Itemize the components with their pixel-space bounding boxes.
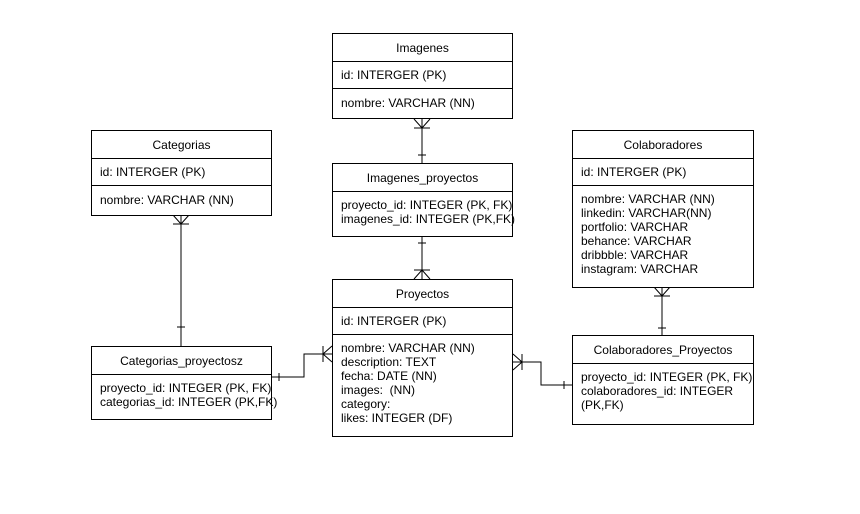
- attribute-list: proyecto_id: INTEGER (PK, FK) imagenes_i…: [333, 192, 516, 230]
- attribute: description: TEXT: [341, 355, 437, 369]
- entity-title: Imagenes: [333, 34, 512, 62]
- entity-title: Categorias: [92, 131, 271, 159]
- relationship-categorias-proyectosz-proyectos: [272, 345, 333, 381]
- attribute: proyecto_id: INTEGER (PK, FK): [581, 370, 753, 384]
- attribute: categorias_id: INTEGER (PK,FK): [100, 395, 278, 409]
- attribute-list: proyecto_id: INTEGER (PK, FK) categorias…: [92, 375, 278, 413]
- attribute: behance: VARCHAR: [581, 234, 692, 248]
- attribute: nombre: VARCHAR (NN): [581, 192, 715, 206]
- attribute-list: proyecto_id: INTEGER (PK, FK) colaborado…: [573, 364, 753, 416]
- attribute: proyecto_id: INTEGER (PK, FK): [341, 198, 513, 212]
- attribute: images: (NN): [341, 383, 416, 397]
- attribute: portfolio: VARCHAR: [581, 220, 689, 234]
- attribute: dribbble: VARCHAR: [581, 248, 689, 262]
- primary-key-field: id: INTERGER (PK): [92, 159, 271, 186]
- entity-colaboradores: Colaboradores id: INTERGER (PK) nombre: …: [572, 130, 754, 288]
- relationship-categorias-categorias-proyectosz: [172, 214, 190, 346]
- primary-key-field: id: INTERGER (PK): [333, 308, 512, 335]
- attribute: (PK,FK): [581, 398, 624, 412]
- relationship-imagenes-imagenes-proyectos: [413, 118, 431, 163]
- entity-categorias: Categorias id: INTERGER (PK) nombre: VAR…: [91, 130, 272, 216]
- attribute-list: nombre: VARCHAR (NN) linkedin: VARCHAR(N…: [573, 186, 753, 280]
- attribute: nombre: VARCHAR (NN): [100, 193, 234, 207]
- entity-proyectos: Proyectos id: INTERGER (PK) nombre: VARC…: [332, 279, 513, 437]
- attribute: nombre: VARCHAR (NN): [341, 341, 475, 355]
- entity-title: Colaboradores: [573, 131, 753, 159]
- primary-key-field: id: INTERGER (PK): [333, 62, 512, 89]
- attribute: colaboradores_id: INTEGER: [581, 384, 734, 398]
- attribute: proyecto_id: INTEGER (PK, FK): [100, 381, 272, 395]
- entity-imagenes: Imagenes id: INTERGER (PK) nombre: VARCH…: [332, 33, 513, 119]
- attribute: imagenes_id: INTEGER (PK,FK): [341, 212, 516, 226]
- attribute-list: nombre: VARCHAR (NN): [333, 89, 512, 114]
- attribute-list: nombre: VARCHAR (NN) description: TEXT f…: [333, 335, 512, 429]
- entity-colaboradores-proyectos: Colaboradores_Proyectos proyecto_id: INT…: [572, 335, 754, 425]
- relationship-proyectos-colaboradores-proyectos: [512, 353, 572, 389]
- attribute: fecha: DATE (NN): [341, 369, 437, 383]
- relationship-colaboradores-colaboradores-proyectos: [653, 286, 671, 335]
- attribute: nombre: VARCHAR (NN): [341, 96, 475, 110]
- entity-title: Proyectos: [333, 280, 512, 308]
- entity-categorias-proyectosz: Categorias_proyectosz proyecto_id: INTEG…: [91, 346, 278, 420]
- attribute-list: nombre: VARCHAR (NN): [92, 186, 271, 211]
- attribute: likes: INTEGER (DF): [341, 411, 453, 425]
- entity-title: Categorias_proyectosz: [92, 347, 271, 375]
- attribute: instagram: VARCHAR: [581, 262, 699, 276]
- entity-imagenes-proyectos: Imagenes_proyectos proyecto_id: INTEGER …: [332, 163, 516, 237]
- entity-title: Colaboradores_Proyectos: [573, 336, 753, 364]
- attribute: linkedin: VARCHAR(NN): [581, 206, 712, 220]
- attribute: category:: [341, 397, 391, 411]
- relationship-imagenes-proyectos-proyectos: [413, 236, 431, 280]
- primary-key-field: id: INTERGER (PK): [573, 159, 753, 186]
- entity-title: Imagenes_proyectos: [333, 164, 512, 192]
